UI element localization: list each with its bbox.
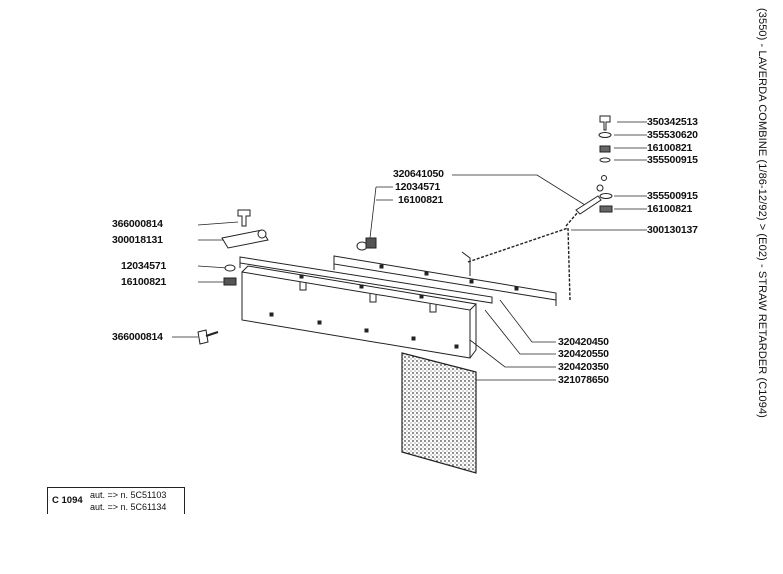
part-number-label: 366000814: [112, 218, 163, 230]
middle-strip: [239, 256, 493, 304]
part-number-label: 300130137: [647, 224, 698, 236]
part-number-label: 16100821: [647, 203, 693, 215]
part-number-label: 355530620: [647, 129, 698, 141]
reference-code: C 1094: [52, 495, 83, 506]
part-number-label: 355500915: [647, 190, 698, 202]
leader-lines: [172, 121, 647, 381]
reference-box: C 1094 aut. => n. 5C51103 aut. => n. 5C6…: [47, 487, 185, 514]
reference-line: aut. => n. 5C51103: [90, 490, 167, 500]
hardware-left: [197, 209, 269, 345]
part-number-label: 12034571: [395, 181, 441, 193]
chain-bracket: [575, 175, 607, 215]
part-number-label: 16100821: [121, 276, 167, 288]
part-number-label: 366000814: [112, 331, 163, 343]
part-number-label: 320420350: [558, 361, 609, 373]
part-number-label: 355500915: [647, 154, 698, 166]
hardware-middle: [356, 237, 377, 251]
part-number-label: 16100821: [647, 142, 693, 154]
part-number-label: 16100821: [398, 194, 444, 206]
part-number-label: 320420550: [558, 348, 609, 360]
part-number-label: 300018131: [112, 234, 163, 246]
rubber-flap: [401, 352, 477, 474]
page-title: (3550) - LAVERDA COMBINE (1/86-12/92) > …: [756, 8, 768, 418]
upper-retainer-bar: [333, 251, 557, 306]
part-number-label: 12034571: [121, 260, 167, 272]
part-number-label: 321078650: [558, 374, 609, 386]
part-number-label: 320641050: [393, 168, 444, 180]
part-number-label: 350342513: [647, 116, 698, 128]
retarder-chain: [467, 204, 585, 301]
front-retainer-panel: [241, 265, 478, 359]
part-number-label: 320420450: [558, 336, 609, 348]
reference-line: aut. => n. 5C61134: [90, 502, 167, 512]
hardware-right: [598, 115, 613, 213]
